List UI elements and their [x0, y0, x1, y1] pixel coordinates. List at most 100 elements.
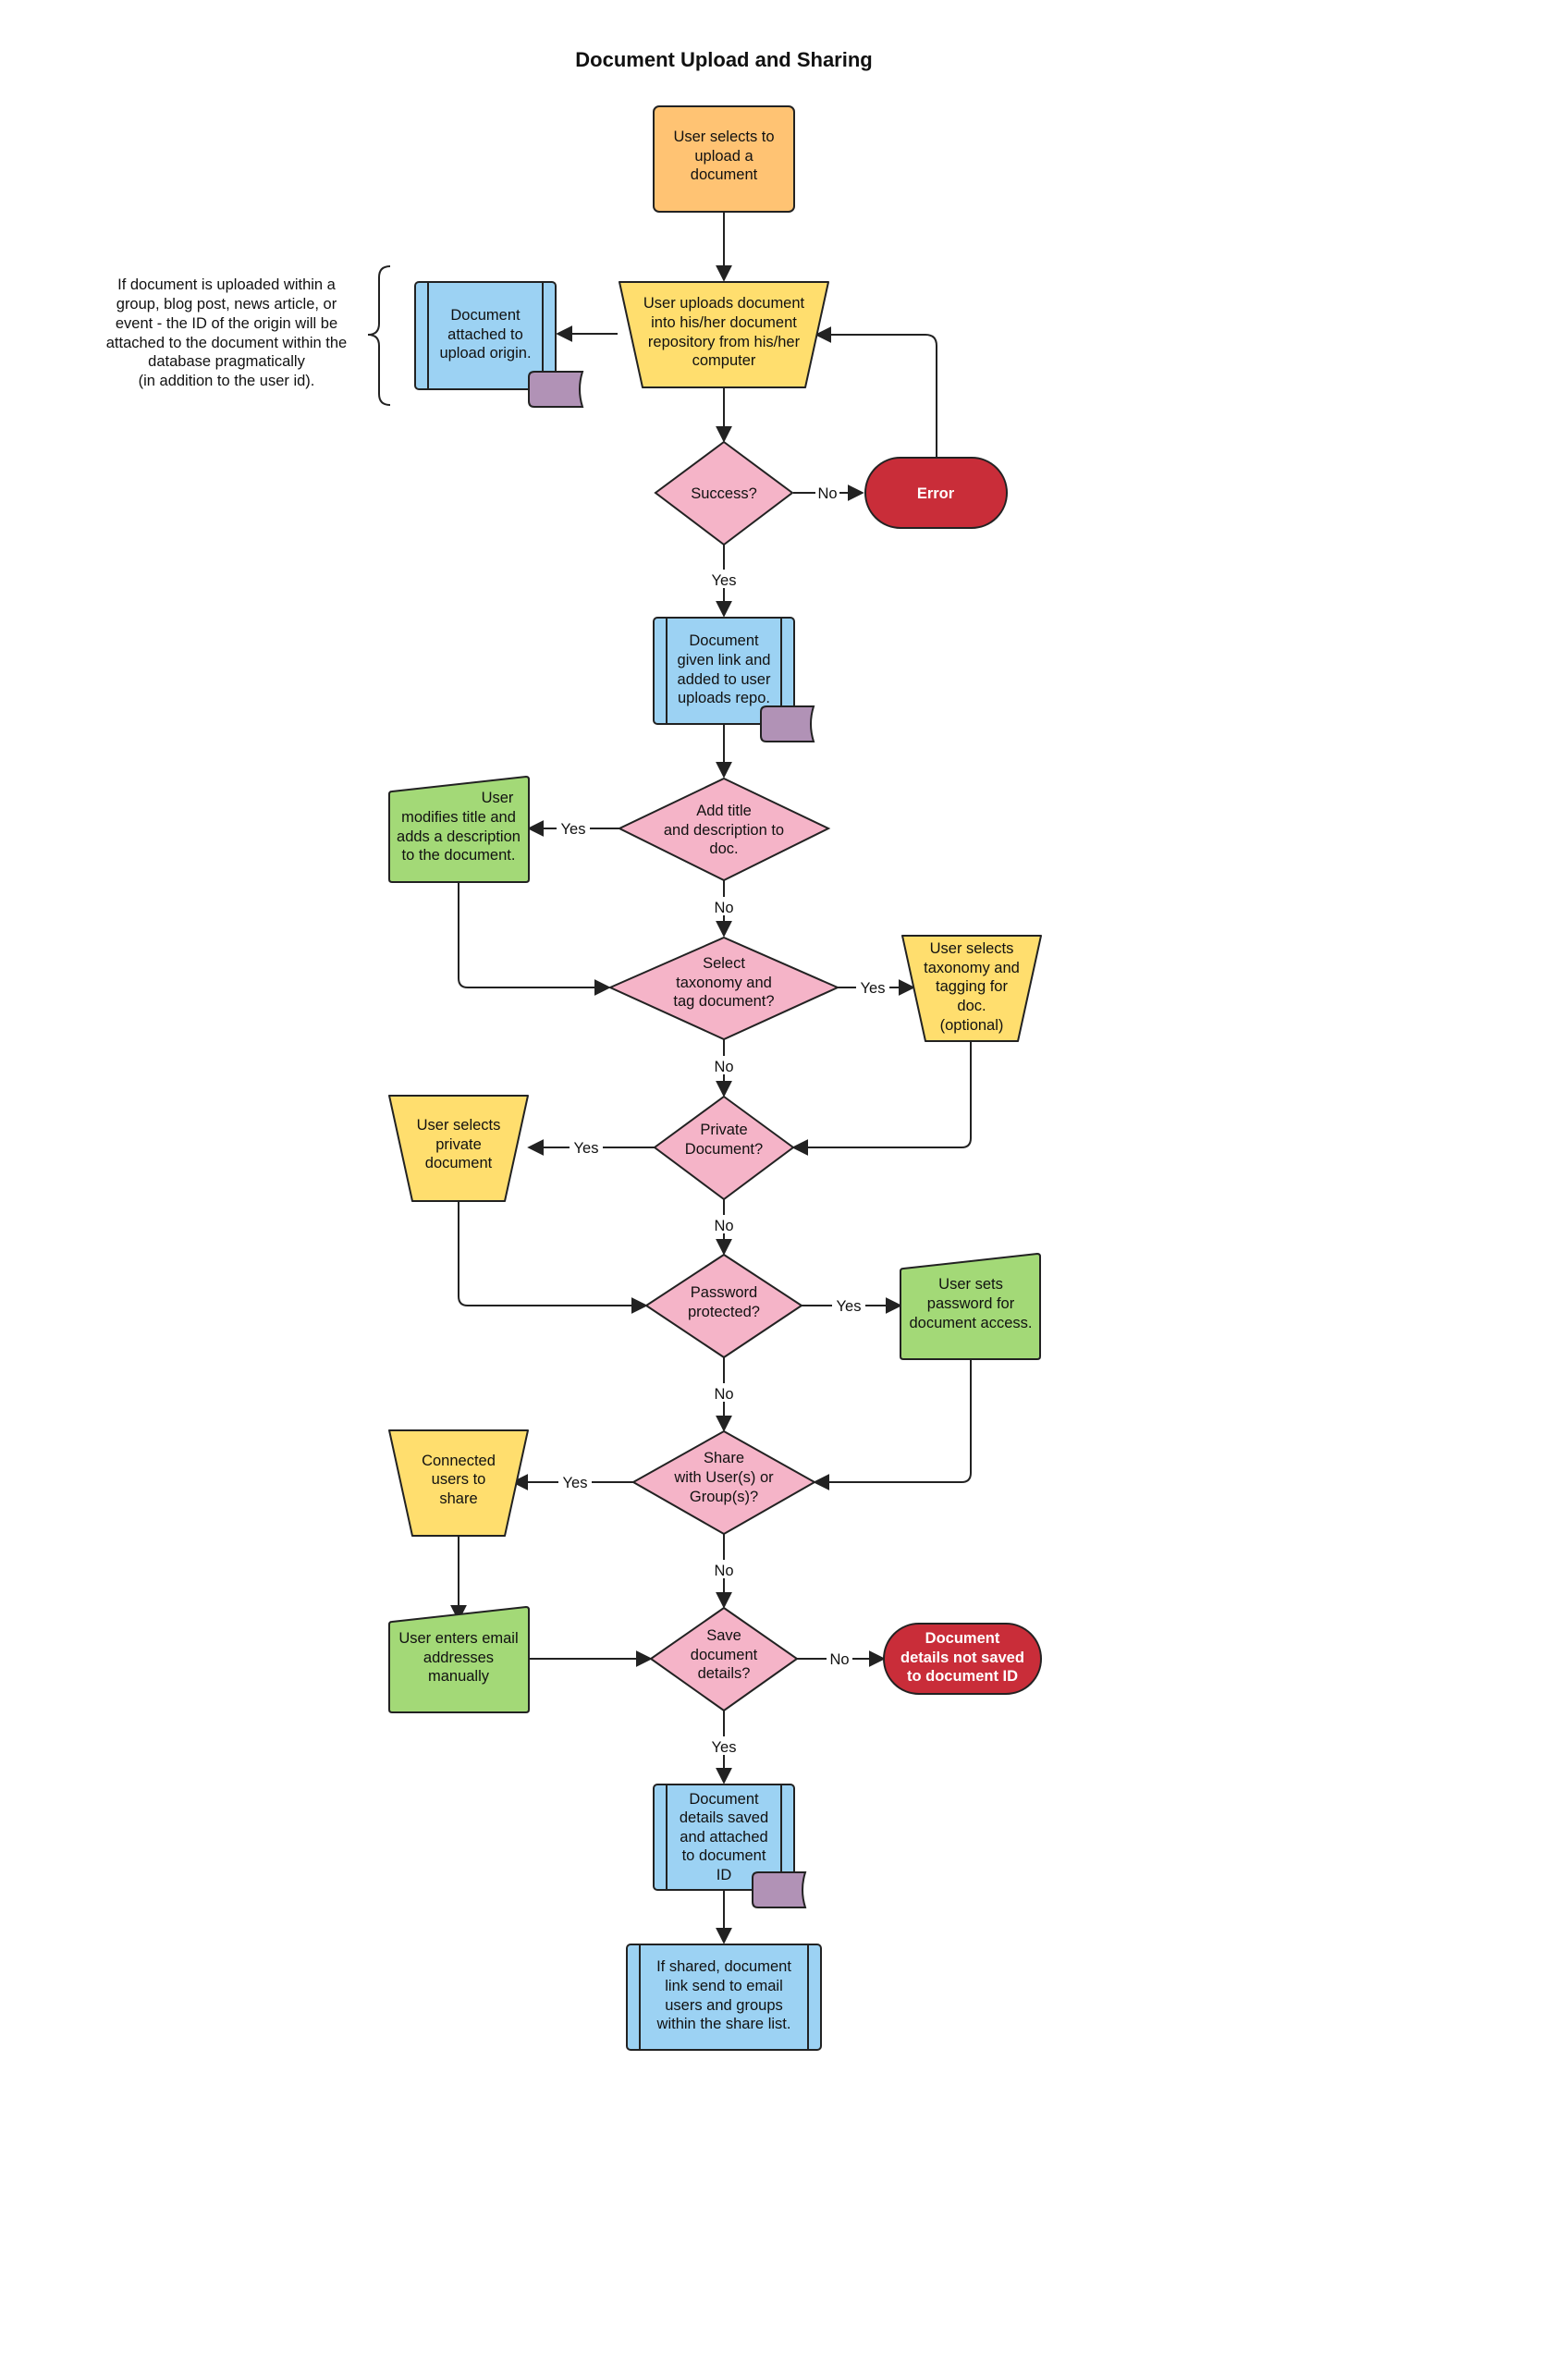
svg-text:taxonomy and: taxonomy and [676, 975, 772, 991]
svg-text:doc.: doc. [709, 840, 738, 857]
svg-text:Success?: Success? [691, 485, 757, 502]
svg-text:details not saved: details not saved [900, 1650, 1024, 1666]
svg-text:manually: manually [428, 1668, 490, 1685]
svg-text:document: document [691, 1647, 758, 1663]
edge-label-no: No [714, 1563, 733, 1579]
note-line: database pragmatically [148, 353, 305, 370]
svg-text:link send to email: link send to email [665, 1978, 782, 1994]
node-not-saved: Document details not saved to document I… [883, 1623, 1042, 1695]
svg-text:(optional): (optional) [940, 1017, 1004, 1034]
svg-text:added to user: added to user [678, 671, 771, 688]
svg-text:Password: Password [691, 1284, 757, 1301]
svg-text:adds a description: adds a description [397, 828, 521, 845]
svg-text:User uploads document: User uploads document [643, 295, 805, 312]
node-attached-origin: Document attached to upload origin. [414, 281, 584, 408]
svg-text:repository from his/her: repository from his/her [648, 334, 801, 350]
svg-text:into his/her document: into his/her document [651, 314, 797, 331]
svg-text:to document ID: to document ID [907, 1668, 1018, 1685]
node-select-taxonomy: Select taxonomy and tag document? [607, 936, 840, 1041]
svg-text:share: share [439, 1490, 477, 1507]
edge-label-yes: Yes [574, 1140, 599, 1157]
svg-text:protected?: protected? [688, 1304, 760, 1320]
svg-text:to document: to document [682, 1847, 766, 1864]
database-tab-icon [752, 1871, 807, 1908]
note-line: group, blog post, news article, or [116, 296, 337, 313]
edge-selects-private-to-password [458, 1201, 648, 1314]
node-sets-password: User sets password for document access. [900, 1252, 1041, 1360]
node-shared-link: If shared, document link send to email u… [626, 1944, 822, 2051]
edge-modifies-to-taxonomy [458, 882, 611, 996]
diagram-title: Document Upload and Sharing [575, 48, 872, 71]
edge-label-no: No [829, 1651, 849, 1668]
edge-label-no: No [817, 485, 837, 502]
svg-text:Document: Document [689, 632, 759, 649]
svg-text:attached to: attached to [447, 326, 523, 343]
svg-text:tagging for: tagging for [936, 978, 1008, 995]
node-given-link: Document given link and added to user up… [653, 617, 815, 742]
svg-text:Private: Private [700, 1122, 747, 1138]
node-add-title: Add title and description to doc. [617, 777, 831, 882]
node-password-protected: Password protected? [644, 1253, 803, 1359]
svg-text:details?: details? [698, 1665, 751, 1682]
svg-text:Add title: Add title [696, 803, 752, 819]
annotation-note: If document is uploaded within a group, … [106, 265, 391, 406]
svg-text:with User(s) or: with User(s) or [673, 1469, 774, 1486]
edge-label-no: No [714, 900, 733, 916]
node-selects-taxonomy: User selects taxonomy and tagging for do… [901, 935, 1042, 1042]
svg-text:Connected: Connected [422, 1453, 496, 1469]
svg-text:to the document.: to the document. [402, 847, 516, 864]
svg-text:User: User [482, 790, 514, 806]
svg-text:document: document [425, 1155, 493, 1171]
node-save-details: Save document details? [649, 1606, 799, 1712]
svg-text:tag document?: tag document? [673, 993, 774, 1010]
node-error: Error [864, 457, 1008, 529]
edge-label-yes: Yes [861, 980, 886, 997]
svg-text:Document: Document [689, 1791, 759, 1808]
svg-text:Save: Save [706, 1627, 741, 1644]
svg-text:given link and: given link and [678, 652, 771, 668]
database-tab-icon [760, 705, 815, 742]
note-line: attached to the document within the [106, 335, 348, 351]
svg-text:doc.: doc. [957, 998, 986, 1014]
svg-text:within the share list.: within the share list. [656, 2016, 791, 2032]
edge-label-yes: Yes [712, 1739, 737, 1756]
svg-text:User selects: User selects [417, 1117, 501, 1134]
svg-text:taxonomy and: taxonomy and [924, 960, 1020, 976]
svg-text:Document?: Document? [685, 1141, 763, 1158]
edge-sets-password-to-share [813, 1359, 972, 1490]
svg-text:Select: Select [703, 955, 745, 972]
edge-label-yes: Yes [563, 1475, 588, 1491]
svg-text:User selects: User selects [930, 940, 1014, 957]
svg-text:Group(s)?: Group(s)? [690, 1489, 758, 1505]
edge-error-to-upload [815, 326, 937, 458]
note-line: If document is uploaded within a [117, 276, 337, 293]
edge-label-no: No [714, 1218, 733, 1234]
svg-text:modifies title and: modifies title and [401, 809, 516, 826]
svg-text:If shared, document: If shared, document [656, 1958, 791, 1975]
svg-text:User enters email: User enters email [398, 1630, 518, 1647]
svg-text:User selects to: User selects to [673, 129, 774, 145]
node-selects-private: User selects private document [388, 1095, 529, 1202]
svg-text:users and groups: users and groups [665, 1997, 783, 2014]
svg-text:addresses: addresses [423, 1650, 494, 1666]
svg-text:details saved: details saved [680, 1809, 768, 1826]
node-share: Share with User(s) or Group(s)? [631, 1429, 817, 1536]
edge-label-yes: Yes [561, 821, 586, 838]
connectors: No Yes Yes No Yes No Yes No Yes No Yes N… [450, 212, 972, 1944]
svg-text:upload origin.: upload origin. [439, 345, 531, 362]
node-connected-users: Connected users to share [388, 1429, 529, 1537]
node-upload: User uploads document into his/her docum… [619, 281, 829, 388]
svg-text:and description to: and description to [664, 822, 784, 839]
svg-text:document access.: document access. [910, 1315, 1033, 1331]
svg-text:computer: computer [692, 352, 756, 369]
node-private-document: Private Document? [653, 1095, 795, 1201]
edge-label-yes: Yes [712, 572, 737, 589]
node-success: Success? [654, 440, 794, 546]
svg-text:uploads repo.: uploads repo. [678, 690, 770, 706]
node-modifies-title: User modifies title and adds a descripti… [388, 775, 530, 883]
edge-selects-taxonomy-to-private [791, 1041, 972, 1156]
svg-text:Document: Document [925, 1630, 1000, 1647]
database-tab-icon [528, 371, 584, 408]
edge-label-no: No [714, 1059, 733, 1075]
